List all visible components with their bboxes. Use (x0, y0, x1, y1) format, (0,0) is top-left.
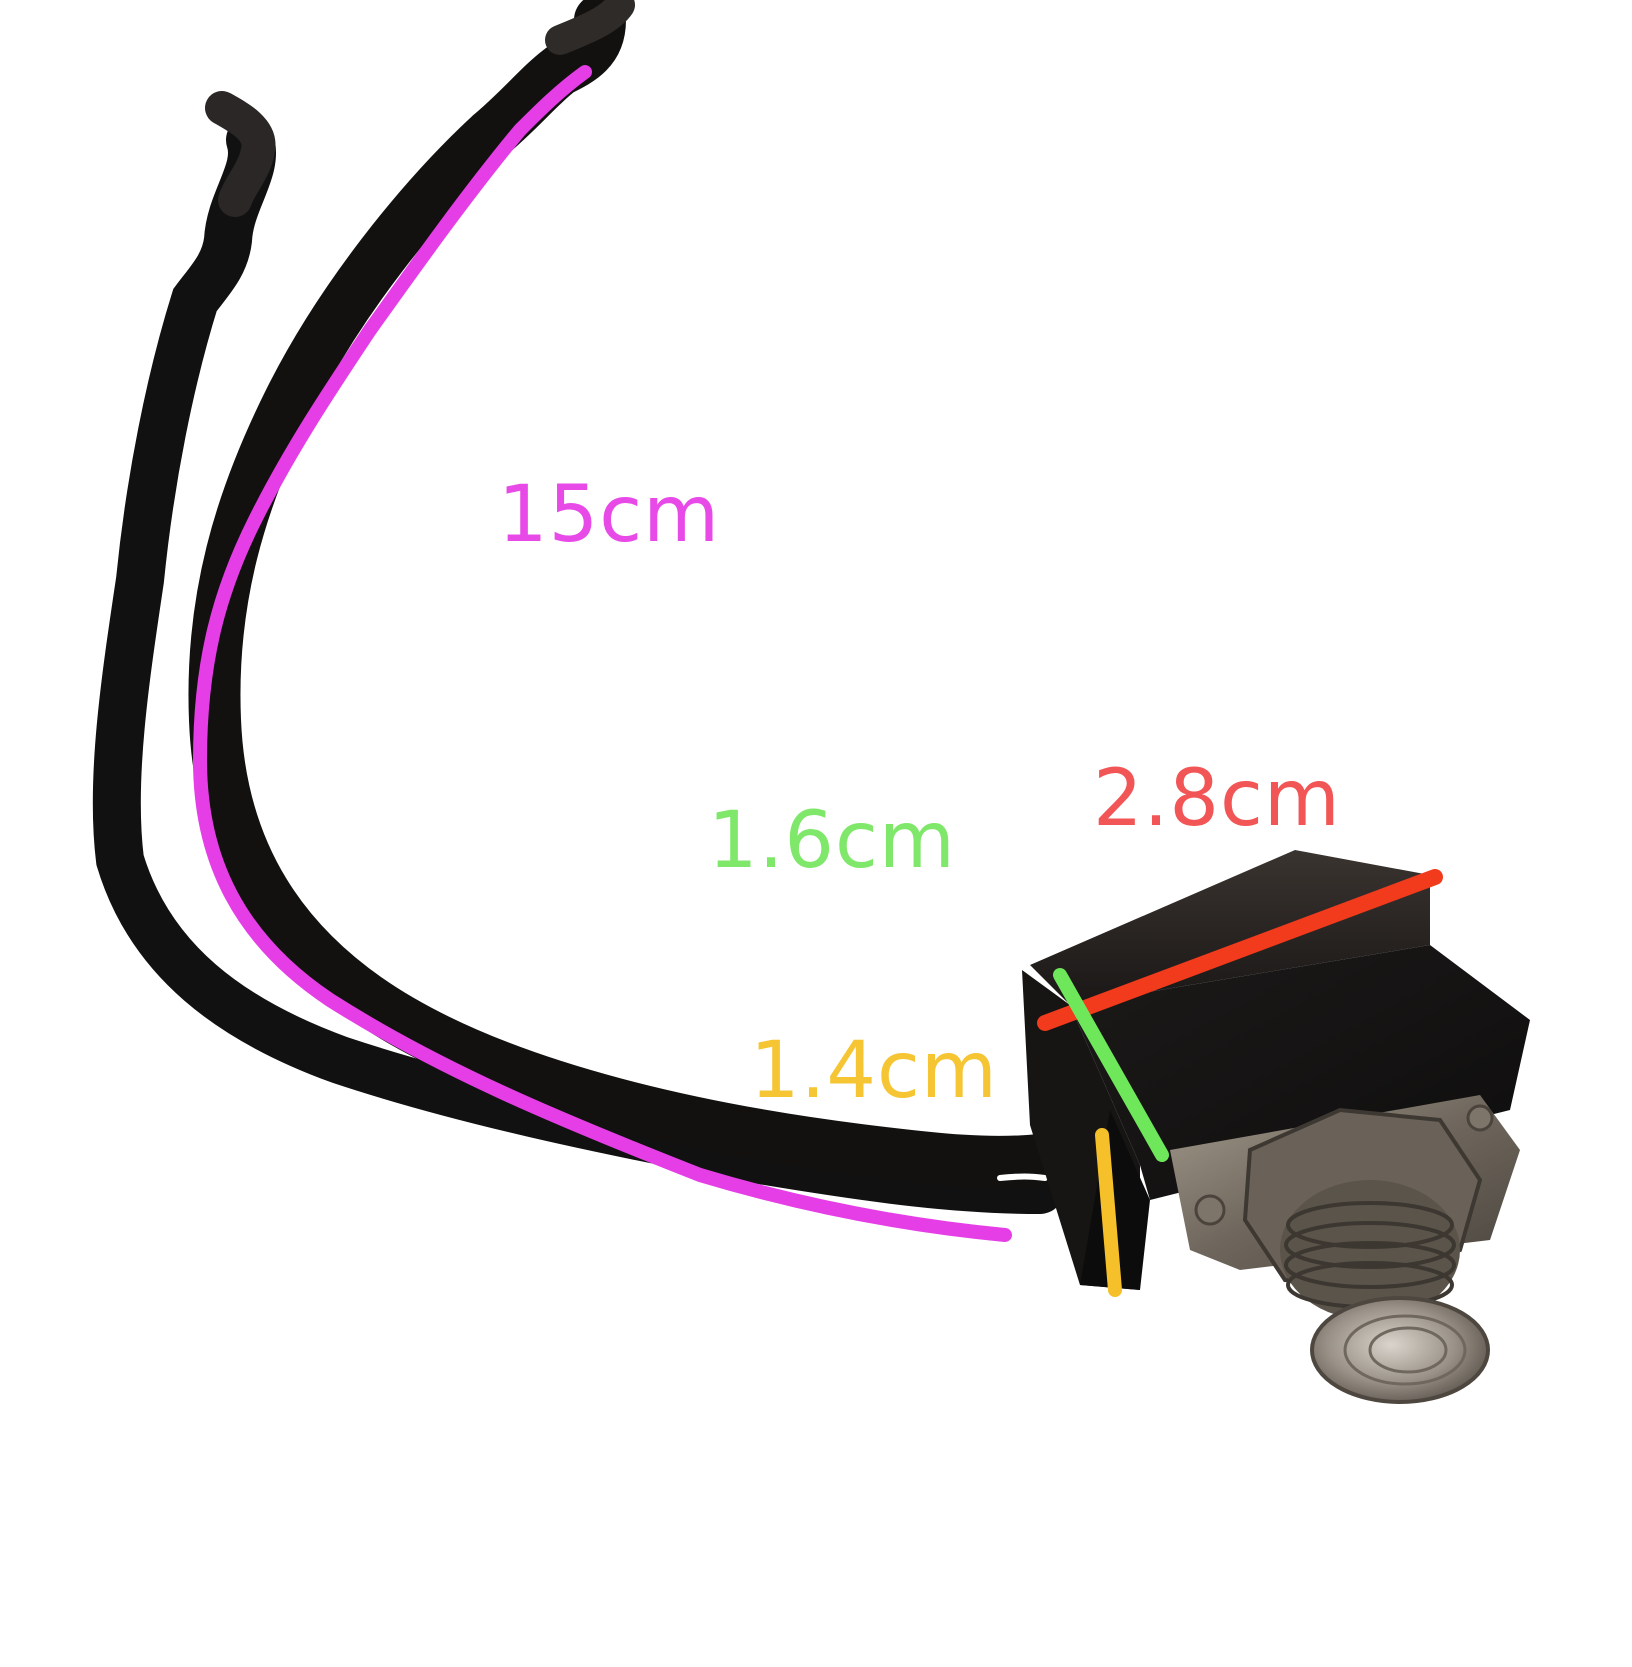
plate-rivet-right (1466, 1104, 1494, 1132)
wire-right-tip (545, 0, 635, 55)
body-height-line (1095, 1128, 1122, 1297)
body-height-label: 1.4cm (750, 1026, 998, 1116)
switch-body (1022, 850, 1530, 1290)
measurement-lines (192, 65, 1443, 1297)
button-cap (1310, 1296, 1490, 1404)
plate-rivet-left (1194, 1194, 1226, 1226)
body-width-label: 1.6cm (708, 796, 956, 886)
wire-right (188, 0, 1066, 1188)
body-length-line (1037, 869, 1443, 1031)
body-width-line (1053, 968, 1169, 1162)
switch-hardware (1170, 1095, 1520, 1404)
wire-leads (92, 0, 1066, 1214)
cable-length-label: 15cm (498, 470, 721, 560)
cable-length-line (192, 65, 1012, 1242)
body-length-label: 2.8cm (1093, 754, 1341, 844)
wire-left-tip (205, 91, 276, 217)
